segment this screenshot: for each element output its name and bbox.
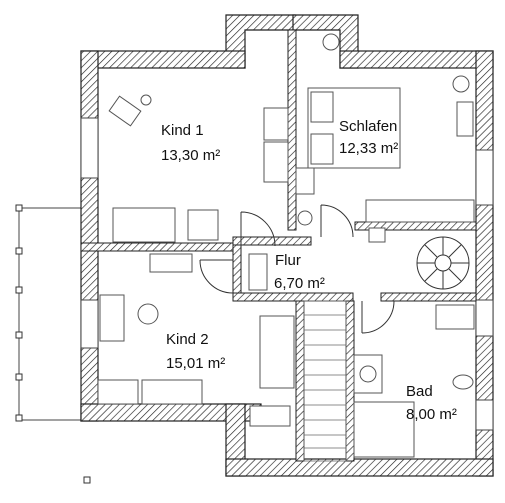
plant-icon xyxy=(297,210,313,226)
staircase xyxy=(303,300,347,462)
balcony-outline xyxy=(15,204,91,484)
spiral-stair xyxy=(416,236,470,290)
room-labels: Kind 1 13,30 m² Schlafen 12,33 m² Flur 6… xyxy=(161,118,457,423)
room-area-kind-1: 13,30 m² xyxy=(161,147,220,164)
room-name-kind-2: Kind 2 xyxy=(166,331,209,348)
column-icon xyxy=(368,227,386,243)
room-area-flur: 6,70 m² xyxy=(274,275,325,292)
armchair-icon xyxy=(322,33,470,93)
windows xyxy=(80,117,494,431)
chair-icon xyxy=(137,303,159,325)
room-area-schlafen: 12,33 m² xyxy=(339,140,398,157)
room-area-kind-2: 15,01 m² xyxy=(166,355,225,372)
room-area-bad: 8,00 m² xyxy=(406,406,457,423)
room-name-bad: Bad xyxy=(406,383,433,400)
doors xyxy=(199,204,395,334)
room-name-flur: Flur xyxy=(275,252,301,269)
interior-walls xyxy=(80,29,477,462)
room-name-kind-1: Kind 1 xyxy=(161,122,204,139)
room-name-schlafen: Schlafen xyxy=(339,118,397,135)
desk-chair-icon xyxy=(108,94,152,127)
furniture xyxy=(97,33,475,458)
